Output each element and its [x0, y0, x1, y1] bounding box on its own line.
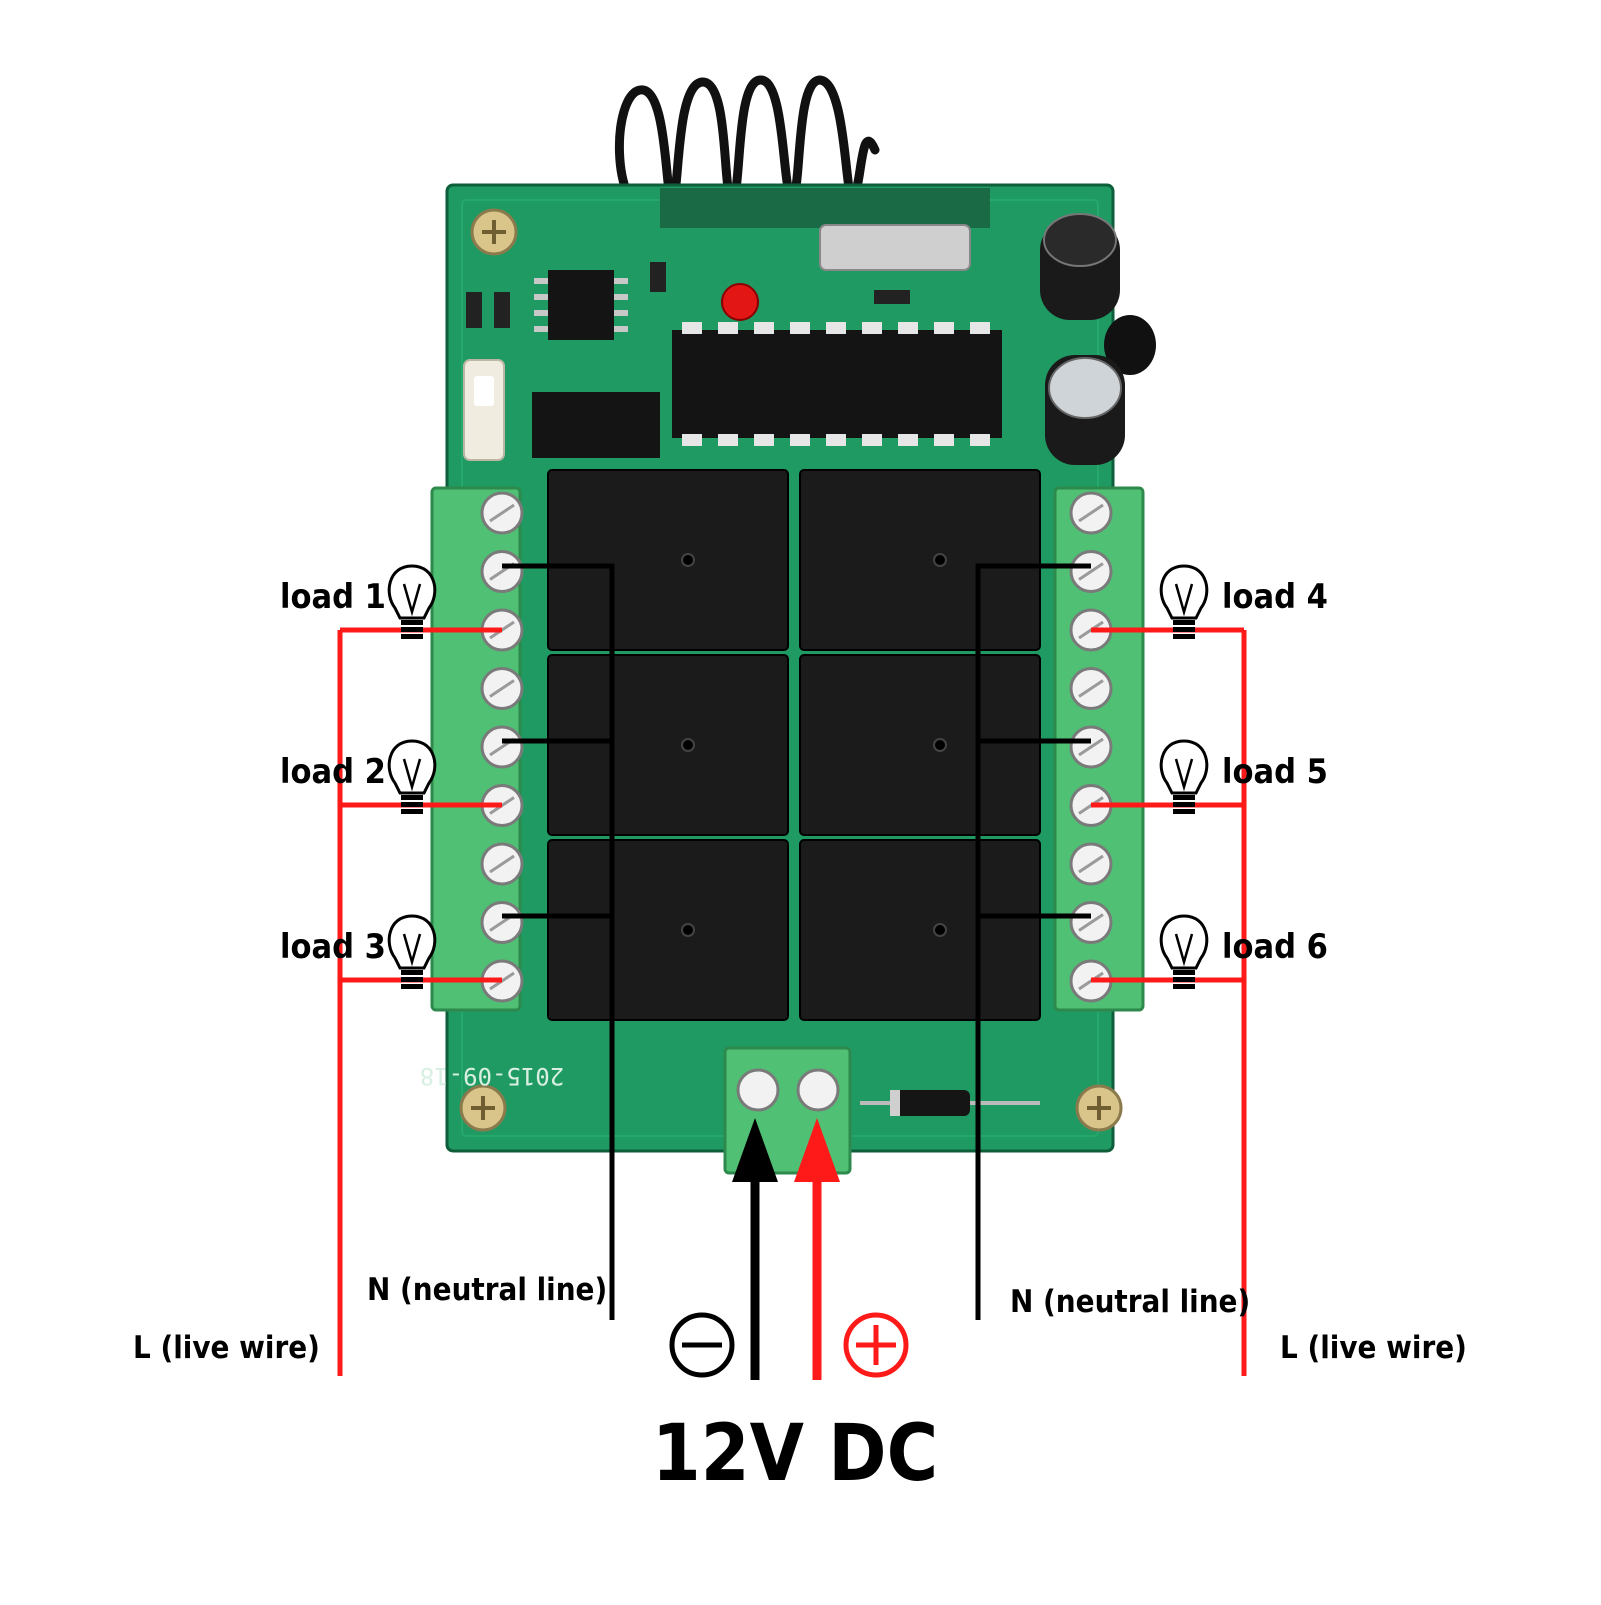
- ic-pin: [898, 434, 918, 446]
- ic-pin: [898, 322, 918, 334]
- ic-pin: [826, 434, 846, 446]
- ic-decoder-18pin: [672, 322, 1002, 446]
- voltage-regulator: [1104, 315, 1156, 375]
- ic-pin: [718, 434, 738, 446]
- light-bulb-icon: [387, 739, 437, 814]
- light-bulb-icon: [387, 914, 437, 989]
- ic-pin: [682, 434, 702, 446]
- status-led: [721, 283, 759, 321]
- terminal-screw: [480, 550, 524, 593]
- relay-dot: [681, 738, 695, 752]
- ic-16pin: [532, 392, 660, 458]
- light-bulb-icon: [1159, 739, 1209, 814]
- terminal-screw: [1069, 901, 1113, 944]
- mounting-screw-bottom-right: [1075, 1084, 1123, 1132]
- neutral-line-label-left: N (neutral line): [367, 1272, 607, 1308]
- terminal-block-left: [430, 486, 524, 1012]
- crystal-oscillator: [819, 224, 971, 271]
- ic-pin: [754, 434, 774, 446]
- load-3-label: load 3: [280, 927, 386, 967]
- ic-pin: [826, 322, 846, 334]
- power-terminal-screw: [736, 1068, 780, 1112]
- ic-pin: [790, 322, 810, 334]
- relay-dot: [681, 923, 695, 937]
- relay-body: [799, 654, 1041, 836]
- relay-6: [799, 839, 1041, 1021]
- terminal-screw: [480, 842, 524, 886]
- terminal-screw: [480, 901, 524, 944]
- relay-4: [799, 654, 1041, 836]
- relay-body: [547, 839, 789, 1021]
- terminal-screw: [480, 491, 524, 535]
- load-6-label: load 6: [1222, 927, 1328, 967]
- learn-button: [463, 359, 505, 461]
- load-4-label: load 4: [1222, 577, 1328, 617]
- positive-arrow: [794, 1118, 840, 1380]
- terminal-screw: [1069, 667, 1113, 710]
- ic-pin: [790, 434, 810, 446]
- ic-pin: [682, 322, 702, 334]
- load-5-label: load 5: [1222, 752, 1328, 792]
- plus-symbol-icon: [843, 1312, 909, 1378]
- rf-module: [660, 188, 990, 271]
- neutral-wire-left: [502, 563, 615, 1320]
- live-wire-label-right: L (live wire): [1280, 1330, 1467, 1366]
- capacitor-bottom: [1045, 355, 1125, 465]
- antenna-coil: [615, 75, 880, 220]
- capacitor-top: [1040, 213, 1120, 320]
- ic-8pin: [534, 270, 628, 340]
- supply-voltage-label: 12V DC: [652, 1409, 938, 1499]
- ic-pin: [718, 322, 738, 334]
- ic-pin: [934, 322, 954, 334]
- terminal-screw: [1069, 725, 1113, 769]
- bulb-icons: [387, 564, 1209, 989]
- light-bulb-icon: [1159, 914, 1209, 989]
- load-1-label: load 1: [280, 577, 386, 617]
- ic-pin: [754, 322, 774, 334]
- terminal-screw: [480, 667, 524, 710]
- ic-pin: [970, 322, 990, 334]
- relay-body: [547, 469, 789, 651]
- light-bulb-icon: [387, 564, 437, 639]
- terminal-screw: [1069, 491, 1113, 535]
- smd-components: [466, 262, 910, 328]
- relay-body: [799, 469, 1041, 651]
- relay-dot: [681, 553, 695, 567]
- terminal-screw: [480, 725, 524, 769]
- neutral-wire-right: [975, 563, 1091, 1320]
- ic-pin: [970, 434, 990, 446]
- pcb-date-label: 2015-09-18: [420, 1062, 565, 1090]
- relay-body: [799, 839, 1041, 1021]
- relay-body: [547, 654, 789, 836]
- mounting-screw-top-left: [470, 208, 518, 256]
- terminal-screw: [1069, 842, 1113, 886]
- ic-pin: [862, 322, 882, 334]
- neutral-line-label-right: N (neutral line): [1010, 1284, 1250, 1320]
- relay-3: [547, 654, 789, 836]
- relay-5: [547, 839, 789, 1021]
- diode: [860, 1090, 1040, 1116]
- relay-dot: [933, 738, 947, 752]
- relay-1: [547, 469, 789, 651]
- power-terminal-screw: [796, 1068, 840, 1112]
- ic-pin: [862, 434, 882, 446]
- ic-pin: [934, 434, 954, 446]
- wiring-overlay: [337, 563, 1247, 1376]
- relay-dot: [933, 923, 947, 937]
- load-2-label: load 2: [280, 752, 386, 792]
- live-wire-label-left: L (live wire): [133, 1330, 320, 1366]
- relay-2: [799, 469, 1041, 651]
- terminal-screw: [1069, 550, 1113, 593]
- light-bulb-icon: [1159, 564, 1209, 639]
- negative-arrow: [732, 1118, 778, 1380]
- minus-symbol-icon: [669, 1312, 735, 1378]
- relay-dot: [933, 553, 947, 567]
- mounting-screw-bottom-left: [459, 1084, 507, 1132]
